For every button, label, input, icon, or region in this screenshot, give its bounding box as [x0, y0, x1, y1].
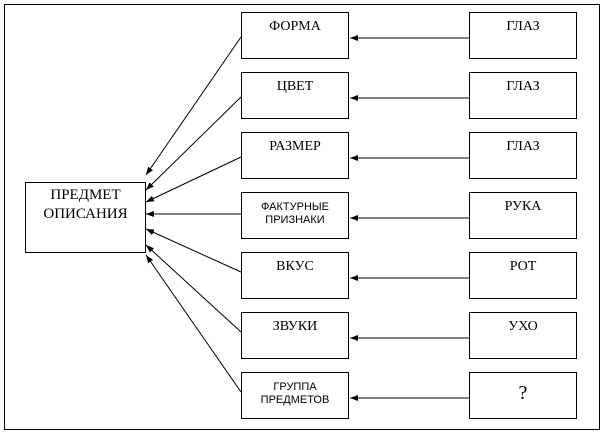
- source-box: РОТ: [469, 252, 577, 299]
- source-box: ГЛАЗ: [469, 12, 577, 59]
- property-label: ВКУС: [276, 259, 314, 274]
- property-label: ФОРМА: [269, 19, 321, 34]
- source-box: ГЛАЗ: [469, 132, 577, 179]
- source-box: ГЛАЗ: [469, 72, 577, 119]
- source-label: ГЛАЗ: [506, 139, 540, 154]
- source-box: УХО: [469, 312, 577, 359]
- source-box: РУКА: [469, 192, 577, 239]
- property-box: ГРУППА ПРЕДМЕТОВ: [241, 372, 349, 419]
- property-to-subject-arrow: [145, 254, 242, 393]
- diagram-frame: [4, 4, 600, 430]
- property-box: ЦВЕТ: [241, 72, 349, 119]
- property-label: ФАКТУРНЫЕ ПРИЗНАКИ: [261, 201, 329, 226]
- source-label: ?: [518, 382, 528, 404]
- property-box: ВКУС: [241, 252, 349, 299]
- property-to-subject-arrow: [145, 96, 242, 191]
- property-to-subject-arrow: [145, 156, 242, 203]
- property-to-subject-arrow: [145, 244, 242, 333]
- property-label: ГРУППА ПРЕДМЕТОВ: [260, 381, 330, 406]
- property-label: ЗВУКИ: [272, 319, 318, 334]
- property-box: ФАКТУРНЫЕ ПРИЗНАКИ: [241, 192, 349, 239]
- source-label: РОТ: [509, 259, 537, 274]
- source-label: ГЛАЗ: [506, 79, 540, 94]
- source-label: УХО: [508, 319, 538, 334]
- property-label: РАЗМЕР: [269, 139, 321, 154]
- property-box: ФОРМА: [241, 12, 349, 59]
- source-label: РУКА: [504, 199, 542, 214]
- property-box: РАЗМЕР: [241, 132, 349, 179]
- property-box: ЗВУКИ: [241, 312, 349, 359]
- source-box: ?: [469, 372, 577, 419]
- property-label: ЦВЕТ: [276, 79, 314, 94]
- source-label: ГЛАЗ: [506, 19, 540, 34]
- property-to-subject-arrow: [145, 36, 242, 176]
- property-to-subject-arrow: [145, 228, 242, 273]
- center-node-label: ПРЕДМЕТ ОПИСАНИЯ: [43, 187, 128, 222]
- center-node-subject: ПРЕДМЕТ ОПИСАНИЯ: [25, 182, 146, 253]
